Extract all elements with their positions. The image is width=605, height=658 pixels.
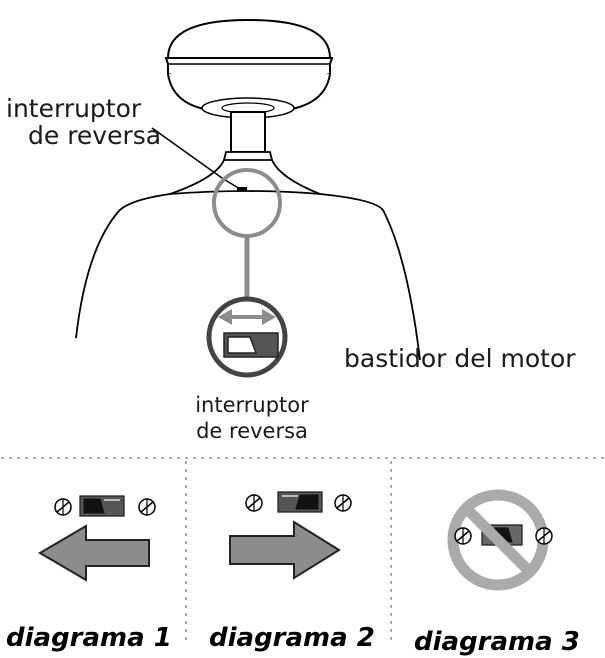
magnifier <box>206 168 288 378</box>
direction-arrow-icon <box>229 520 341 580</box>
screw-icon <box>334 494 352 512</box>
screw-icon <box>454 527 472 545</box>
caption-diagram-2: diagrama 2 <box>209 623 375 653</box>
screw-icon <box>535 527 553 545</box>
slide-switch-icon <box>277 491 323 513</box>
reverse-switch-label-top-line1: interruptor <box>6 94 142 123</box>
panel-diagram-3: diagrama 3 <box>414 489 580 657</box>
reverse-switch-label-top-line2: de reversa <box>28 121 161 150</box>
panel-diagram-2: diagrama 2 <box>209 491 375 653</box>
reverse-switch-label-bottom-line1: interruptor <box>195 393 309 417</box>
downrod <box>222 111 274 161</box>
screw-icon <box>138 498 156 516</box>
prohibited-slash <box>462 504 534 576</box>
caption-diagram-3: diagrama 3 <box>414 627 580 657</box>
slide-switch-icon <box>223 332 279 358</box>
double-arrow-icon <box>218 309 276 325</box>
direction-arrow-icon <box>38 524 150 582</box>
caption-diagram-1: diagrama 1 <box>6 623 172 653</box>
canopy <box>164 18 334 119</box>
panel-diagram-1: diagrama 1 <box>6 495 172 653</box>
screw-icon <box>54 498 72 516</box>
leader-line <box>151 127 241 190</box>
slide-switch-icon <box>79 495 125 517</box>
screw-icon <box>245 494 263 512</box>
motor-housing <box>75 159 421 361</box>
reverse-switch-label-bottom-line2: de reversa <box>196 419 308 443</box>
motor-housing-label: bastidor del motor <box>344 344 576 373</box>
